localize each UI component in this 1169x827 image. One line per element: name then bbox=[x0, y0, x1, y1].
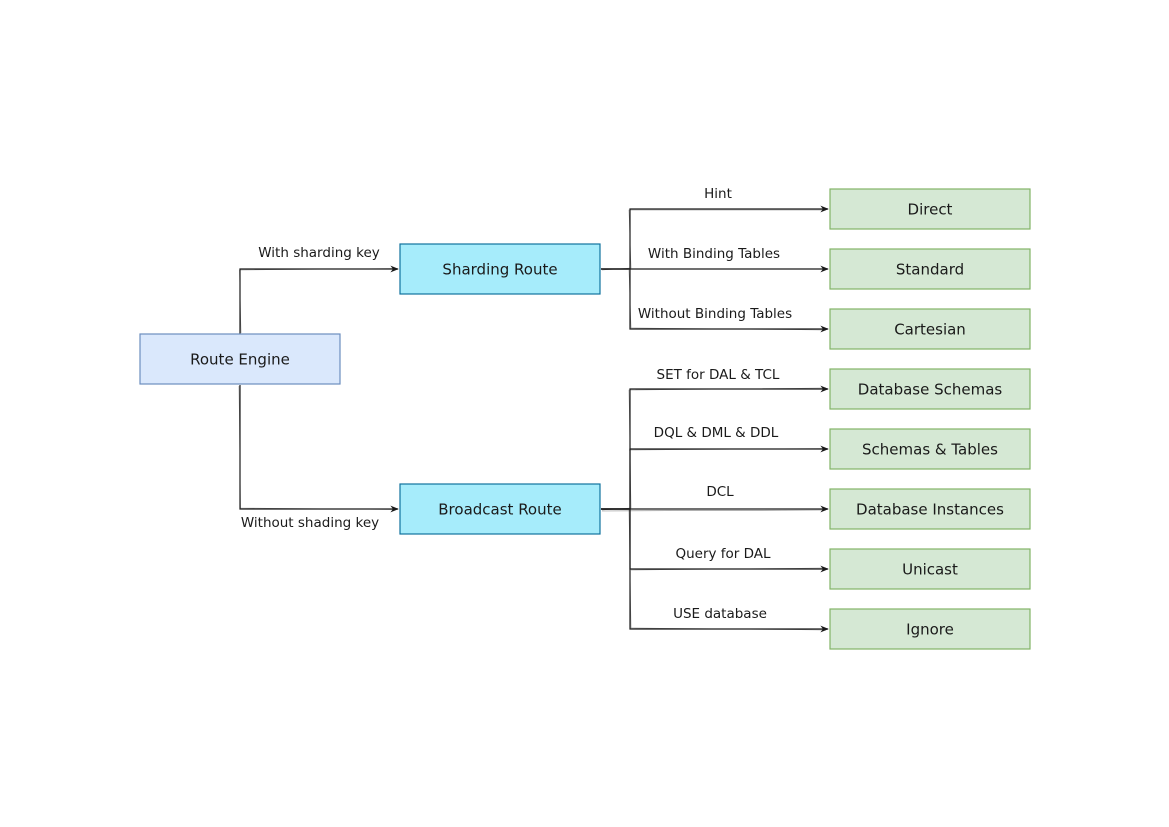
edge-label-use-database: USE database bbox=[673, 606, 767, 622]
edge-engine-to-sharding bbox=[239, 265, 399, 334]
nodes: Route Engine Sharding Route Broadcast Ro… bbox=[139, 188, 1031, 650]
node-label: Direct bbox=[908, 201, 953, 219]
edge-label-hint: Hint bbox=[704, 186, 732, 202]
edge-engine-to-broadcast bbox=[239, 385, 399, 513]
node-box bbox=[139, 333, 341, 385]
edge-sketch bbox=[239, 268, 397, 334]
node-broadcast-route: Broadcast Route bbox=[399, 483, 601, 535]
edge-label-with-binding-tables: With Binding Tables bbox=[648, 246, 780, 262]
edge-labels: With sharding key Without shading key Hi… bbox=[241, 186, 792, 622]
edge-sketch bbox=[601, 387, 827, 511]
node-box bbox=[829, 368, 1031, 410]
node-route-engine: Route Engine bbox=[139, 333, 341, 385]
edge-sketch bbox=[628, 269, 827, 331]
edge-label-with-sharding-key: With sharding key bbox=[258, 245, 380, 261]
edge-sketch bbox=[601, 209, 826, 271]
node-label: Cartesian bbox=[894, 321, 966, 339]
edge-label-query-for-dal: Query for DAL bbox=[675, 546, 771, 562]
edge-label-without-shading-key: Without shading key bbox=[241, 515, 379, 531]
node-unicast: Unicast bbox=[829, 548, 1031, 590]
edges bbox=[238, 205, 829, 633]
node-label: Sharding Route bbox=[442, 261, 557, 279]
node-database-instances: Database Instances bbox=[829, 488, 1031, 530]
node-box bbox=[829, 488, 1031, 530]
node-box bbox=[829, 188, 1031, 230]
edge-sketch bbox=[630, 567, 827, 571]
node-box bbox=[829, 608, 1031, 650]
node-label: Broadcast Route bbox=[438, 501, 561, 519]
edge-label-without-binding-tables: Without Binding Tables bbox=[638, 306, 792, 322]
node-label: Schemas & Tables bbox=[862, 441, 998, 459]
node-box bbox=[399, 483, 601, 535]
edge-label-dql-dml-ddl: DQL & DML & DDL bbox=[654, 425, 779, 441]
node-direct: Direct bbox=[829, 188, 1031, 230]
node-label: Database Instances bbox=[856, 501, 1004, 519]
edge-label-set-for-dal-tcl: SET for DAL & TCL bbox=[657, 367, 780, 383]
edge-sketch bbox=[601, 509, 827, 512]
node-label: Route Engine bbox=[190, 351, 290, 369]
edge-label-dcl: DCL bbox=[706, 484, 734, 500]
node-box bbox=[829, 428, 1031, 470]
node-sharding-route: Sharding Route bbox=[399, 243, 601, 295]
node-box bbox=[399, 243, 601, 295]
node-box bbox=[829, 308, 1031, 350]
node-ignore: Ignore bbox=[829, 608, 1031, 650]
node-database-schemas: Database Schemas bbox=[829, 368, 1031, 410]
node-box bbox=[829, 248, 1031, 290]
node-label: Database Schemas bbox=[858, 381, 1003, 399]
node-box bbox=[829, 548, 1031, 590]
edge-broadcast-to-schemas-tables bbox=[601, 445, 829, 510]
edge-sketch bbox=[628, 448, 827, 451]
edge-sketch bbox=[238, 385, 397, 510]
node-standard: Standard bbox=[829, 248, 1031, 290]
edge-sketch bbox=[628, 509, 827, 631]
node-label: Unicast bbox=[902, 561, 958, 579]
node-label: Standard bbox=[896, 261, 964, 279]
node-label: Ignore bbox=[906, 621, 954, 639]
node-schemas-tables: Schemas & Tables bbox=[829, 428, 1031, 470]
node-cartesian: Cartesian bbox=[829, 308, 1031, 350]
